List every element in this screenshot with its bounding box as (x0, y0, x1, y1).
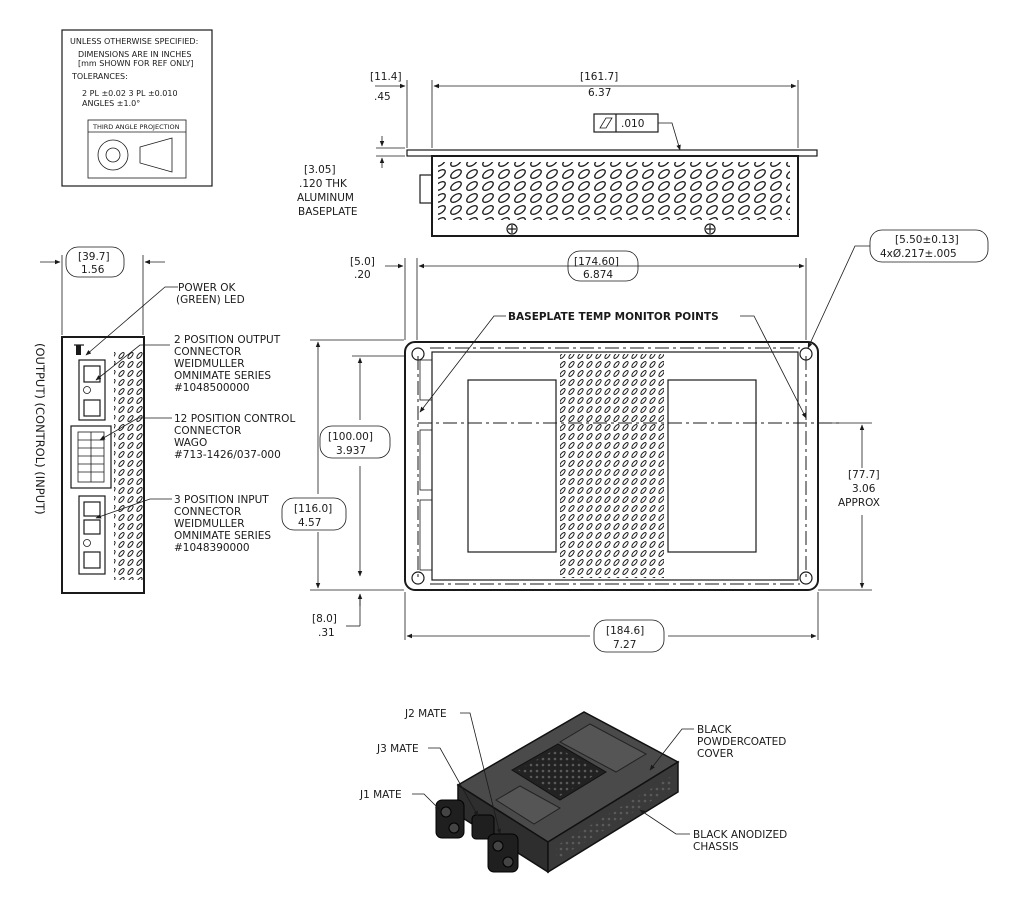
control-line-1: 12 POSITION CONTROL (174, 413, 295, 425)
control-connector (70, 425, 112, 489)
notes-block: UNLESS OTHERWISE SPECIFIED: DIMENSIONS A… (61, 29, 213, 187)
output-line-2: CONNECTOR (174, 346, 241, 358)
inner-height-in: 3.937 (336, 445, 366, 457)
screw-icon (506, 223, 518, 235)
outer-height-mm: [116.0] (294, 503, 332, 515)
j1-connector (435, 799, 465, 839)
right-height-in: 3.06 (852, 483, 876, 495)
baseplate-thk-mm: [3.05] (304, 164, 336, 176)
right-height-mm: [77.7] (848, 469, 880, 481)
bottom-offset-mm: [8.0] (312, 613, 337, 625)
mount-hole-icon (411, 571, 425, 585)
control-line-4: #713-1426/037-000 (174, 449, 281, 461)
end-width-mm: [39.7] (78, 251, 110, 263)
inner-height-mm: [100.00] (328, 431, 373, 443)
iso-view: J2 MATE J3 MATE J1 MATE BLACK POWDERCOAT… (359, 708, 787, 874)
end-view-side-labels: (OUTPUT) (CONTROL) (INPUT) (33, 343, 47, 515)
mount-hole-icon (799, 347, 813, 361)
note-line-6: ANGLES ±1.0° (82, 99, 140, 108)
output-line-1: 2 POSITION OUTPUT (174, 334, 281, 346)
projection-symbol (97, 137, 173, 173)
led-icon (74, 344, 84, 355)
input-line-1: 3 POSITION INPUT (174, 494, 269, 506)
mount-hole-icon (411, 347, 425, 361)
control-line-3: WAGO (174, 437, 207, 449)
screw-icon (704, 223, 716, 235)
note-line-5: 2 PL ±0.02 3 PL ±0.010 (82, 89, 178, 98)
total-length-mm: [184.6] (606, 625, 644, 637)
bottom-offset-in: .31 (318, 627, 335, 639)
output-line-5: #1048500000 (174, 382, 250, 394)
power-ok-line-1: POWER OK (178, 282, 237, 294)
total-length-in: 7.27 (613, 639, 636, 651)
cover-line-1: BLACK (697, 724, 733, 736)
mount-hole-icon (799, 571, 813, 585)
offset-mm: [5.0] (350, 256, 375, 268)
note-line-4: TOLERANCES: (71, 72, 128, 81)
output-connector (78, 359, 106, 421)
input-connector (78, 495, 106, 575)
note-line-2: DIMENSIONS ARE IN INCHES (78, 50, 191, 59)
dim-left-in: .45 (374, 91, 391, 103)
baseplate-material: ALUMINUM (297, 192, 354, 204)
j2-mate-label: J2 MATE (404, 708, 447, 720)
end-width-in: 1.56 (81, 264, 105, 276)
flatness-callout: .010 (593, 113, 681, 151)
plan-view: [5.0] .20 [174.60] 6.874 [5.50±0.13] 4xØ… (281, 229, 989, 653)
power-ok-line-2: (GREEN) LED (176, 294, 245, 306)
baseplate-label: BASEPLATE (298, 206, 358, 218)
dim-length-mm: [161.7] (580, 71, 618, 83)
note-line-1: UNLESS OTHERWISE SPECIFIED: (70, 37, 198, 46)
input-line-3: WEIDMULLER (174, 518, 245, 530)
projection-label: THIRD ANGLE PROJECTION (92, 123, 180, 131)
output-line-4: OMNIMATE SERIES (174, 370, 271, 382)
dim-left-mm: [11.4] (370, 71, 402, 83)
j2-connector (487, 833, 519, 873)
mount-hole-in: 4xØ.217±.005 (880, 248, 957, 260)
cover-line-3: COVER (697, 748, 734, 760)
end-view: [39.7] 1.56 (33, 246, 295, 594)
temp-monitor-label: BASEPLATE TEMP MONITOR POINTS (508, 311, 719, 323)
dim-length-in: 6.37 (588, 87, 611, 99)
control-line-2: CONNECTOR (174, 425, 241, 437)
hole-spacing-mm: [174.60] (574, 256, 619, 268)
outer-height-in: 4.57 (298, 517, 321, 529)
hole-spacing-in: 6.874 (583, 269, 613, 281)
baseplate-thk-in: .120 THK (299, 178, 348, 190)
offset-in: .20 (354, 269, 371, 281)
right-height-note: APPROX (838, 497, 880, 509)
top-view: [11.4] .45 [161.7] 6.37 .010 (297, 71, 818, 237)
output-line-3: WEIDMULLER (174, 358, 245, 370)
input-line-5: #1048390000 (174, 542, 250, 554)
j3-mate-label: J3 MATE (376, 743, 419, 755)
input-line-2: CONNECTOR (174, 506, 241, 518)
cover-line-2: POWDERCOATED (697, 736, 786, 748)
flatness-value: .010 (621, 118, 644, 130)
mount-hole-mm: [5.50±0.13] (895, 234, 959, 246)
j1-mate-label: J1 MATE (359, 789, 402, 801)
chassis-line-1: BLACK ANODIZED (693, 829, 787, 841)
j3-connector (471, 814, 495, 840)
note-line-3: [mm SHOWN FOR REF ONLY] (78, 59, 194, 68)
input-line-4: OMNIMATE SERIES (174, 530, 271, 542)
chassis-line-2: CHASSIS (693, 841, 739, 853)
